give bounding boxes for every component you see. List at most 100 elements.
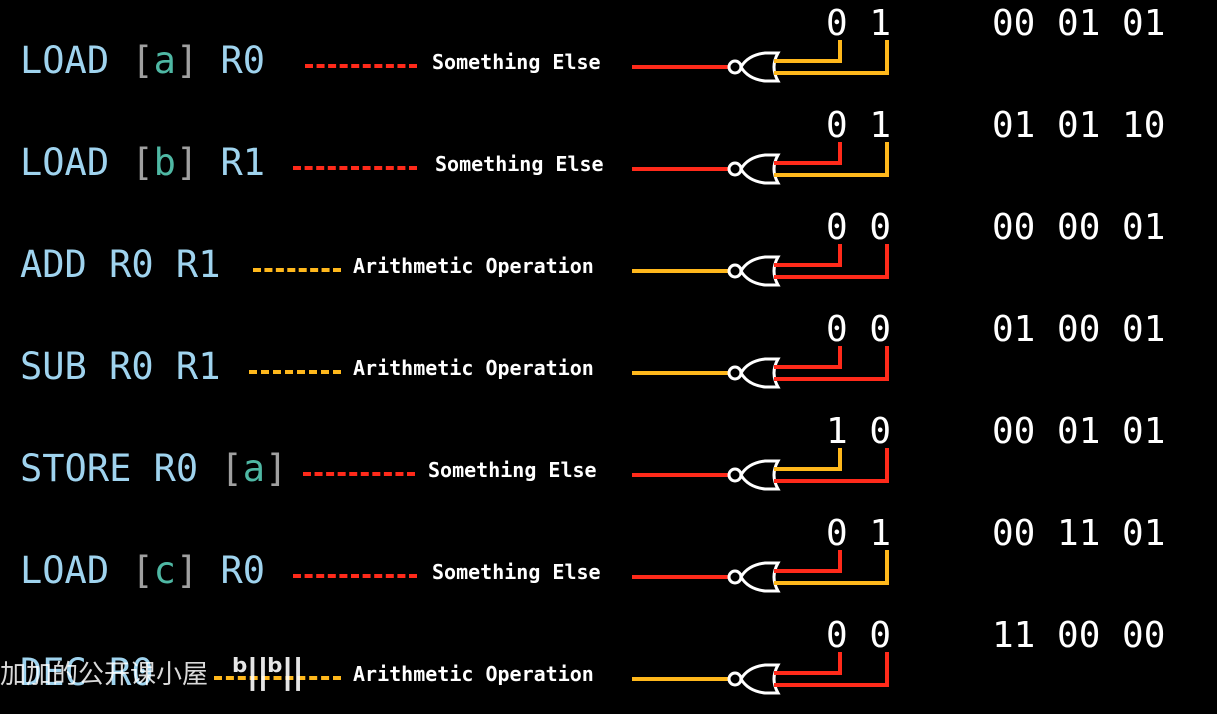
input-wire-right bbox=[774, 448, 889, 483]
instruction-row: DEC R0 Arithmetic Operation 0 0 11 00 00 bbox=[0, 612, 1217, 714]
inverter-bubble bbox=[727, 59, 743, 75]
instruction-op: LOAD bbox=[20, 549, 110, 592]
input-wire-right bbox=[774, 550, 889, 585]
operation-label: Something Else bbox=[432, 560, 601, 584]
bit-right: 1 bbox=[869, 105, 892, 146]
nor-gate-icon bbox=[632, 142, 889, 185]
instruction-pre bbox=[198, 447, 220, 490]
instruction-pre bbox=[109, 549, 131, 592]
instruction-pre bbox=[109, 39, 131, 82]
operation-label: Something Else bbox=[435, 152, 604, 176]
nor-gate-icon bbox=[632, 244, 889, 287]
instruction-b1: [ bbox=[131, 39, 154, 82]
control-bits: 0 0 bbox=[826, 618, 891, 654]
inverter-bubble bbox=[727, 365, 743, 381]
instruction-text: LOAD [a] R0 bbox=[20, 42, 265, 79]
instruction-op: ADD R0 R1 bbox=[20, 243, 221, 286]
instruction-op: LOAD bbox=[20, 39, 110, 82]
instruction-op: STORE R0 bbox=[20, 447, 199, 490]
control-bits: 0 1 bbox=[826, 516, 891, 552]
instruction-row: ADD R0 R1 Arithmetic Operation 0 0 00 00 01 bbox=[0, 204, 1217, 306]
input-wire-left bbox=[774, 40, 842, 63]
bit-right: 0 bbox=[869, 207, 892, 248]
dashed-connector bbox=[305, 64, 417, 68]
instruction-post: R1 bbox=[198, 141, 266, 184]
instruction-text: DEC R0 bbox=[20, 654, 154, 691]
gate-body bbox=[739, 357, 781, 389]
nor-gate-icon bbox=[632, 550, 889, 593]
machine-code: 00 01 01 bbox=[992, 411, 1166, 452]
operation-label: Arithmetic Operation bbox=[353, 254, 594, 278]
bit-right: 0 bbox=[869, 411, 892, 452]
machine-code: 00 01 01 bbox=[992, 3, 1166, 44]
instruction-post: R0 bbox=[198, 39, 266, 82]
instruction-op: LOAD bbox=[20, 141, 110, 184]
dashed-connector bbox=[249, 370, 341, 374]
gate-body bbox=[739, 561, 781, 593]
input-wire-left bbox=[774, 550, 842, 573]
instruction-text: LOAD [b] R1 bbox=[20, 144, 265, 181]
instruction-b1: [ bbox=[131, 141, 154, 184]
bit-right: 1 bbox=[869, 513, 892, 554]
instruction-var: c bbox=[153, 549, 176, 592]
instruction-b1: [ bbox=[131, 549, 154, 592]
instruction-b2: ] bbox=[175, 141, 199, 184]
instruction-row: LOAD [a] R0 Something Else 0 1 00 01 01 bbox=[0, 0, 1217, 102]
control-bits: 0 0 bbox=[826, 312, 891, 348]
bilibili-logo: ᵇ||ᵇ|| bbox=[232, 652, 304, 692]
watermark-text: 加加的公开课小屋 bbox=[0, 660, 209, 690]
control-bits: 0 1 bbox=[826, 108, 891, 144]
nor-gate-icon bbox=[632, 346, 889, 389]
dashed-connector bbox=[214, 676, 341, 680]
input-wire-right bbox=[774, 142, 889, 177]
bit-left: 0 bbox=[826, 207, 848, 248]
inverter-bubble bbox=[727, 569, 743, 585]
instruction-var: b bbox=[153, 141, 176, 184]
dashed-connector bbox=[293, 166, 417, 170]
gate-body bbox=[739, 153, 781, 185]
machine-code: 11 00 00 bbox=[992, 615, 1166, 656]
machine-code: 01 01 10 bbox=[992, 105, 1166, 146]
instruction-b2: ] bbox=[175, 39, 199, 82]
dashed-connector bbox=[303, 472, 415, 476]
operation-label: Arithmetic Operation bbox=[353, 662, 594, 686]
dashed-connector bbox=[293, 574, 417, 578]
operation-label: Arithmetic Operation bbox=[353, 356, 594, 380]
instruction-post: R0 bbox=[198, 549, 266, 592]
instruction-row: SUB R0 R1 Arithmetic Operation 0 0 01 00 01 bbox=[0, 306, 1217, 408]
inverter-bubble bbox=[727, 671, 743, 687]
bit-left: 0 bbox=[826, 105, 848, 146]
input-wire-right bbox=[774, 652, 889, 687]
bit-left: 0 bbox=[826, 513, 848, 554]
gate-body bbox=[739, 255, 781, 287]
instruction-op: SUB R0 R1 bbox=[20, 345, 221, 388]
control-bits: 0 0 bbox=[826, 210, 891, 246]
machine-code: 01 00 01 bbox=[992, 309, 1166, 350]
operation-label: Something Else bbox=[432, 50, 601, 74]
bit-right: 0 bbox=[869, 615, 892, 656]
inverter-bubble bbox=[727, 161, 743, 177]
inverter-bubble bbox=[727, 263, 743, 279]
instruction-b1: [ bbox=[220, 447, 243, 490]
input-wire-left bbox=[774, 142, 842, 165]
control-bits: 0 1 bbox=[826, 6, 891, 42]
instruction-text: SUB R0 R1 bbox=[20, 348, 220, 385]
instruction-b2: ] bbox=[265, 447, 288, 490]
machine-code: 00 00 01 bbox=[992, 207, 1166, 248]
inverter-bubble bbox=[727, 467, 743, 483]
input-wire-right bbox=[774, 40, 889, 75]
instruction-b2: ] bbox=[175, 549, 199, 592]
bit-left: 1 bbox=[826, 411, 848, 452]
input-wire-left bbox=[774, 448, 842, 471]
instruction-pre bbox=[109, 141, 131, 184]
instruction-text: STORE R0 [a] bbox=[20, 450, 287, 487]
dashed-connector bbox=[253, 268, 341, 272]
gate-body bbox=[739, 51, 781, 83]
instruction-text: LOAD [c] R0 bbox=[20, 552, 265, 589]
input-wire-left bbox=[774, 244, 842, 267]
instruction-row: LOAD [b] R1 Something Else 0 1 01 01 10 bbox=[0, 102, 1217, 204]
nor-gate-icon bbox=[632, 40, 889, 83]
instruction-var: a bbox=[242, 447, 266, 490]
